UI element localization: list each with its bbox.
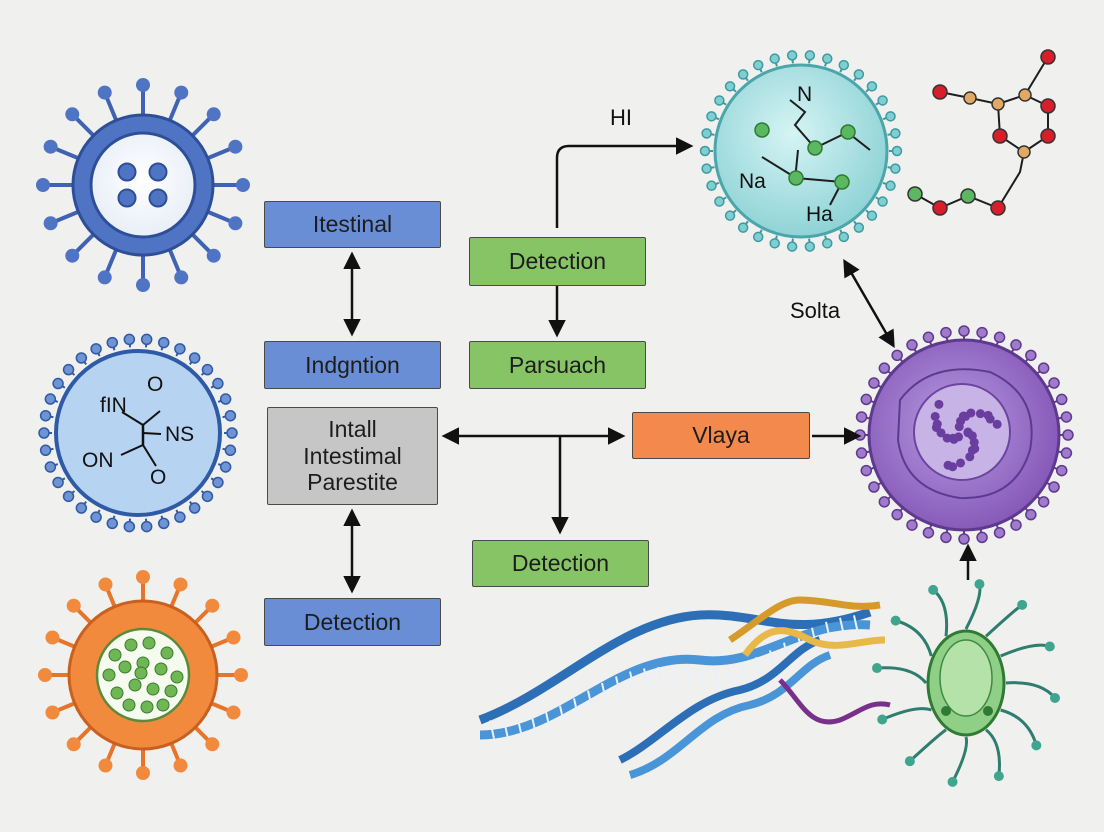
- teal-cell-icon: [699, 50, 903, 252]
- box-intestinal-parasite[interactable]: Intall Intestimal Parestite: [267, 407, 438, 505]
- label-solta: Solta: [790, 298, 841, 323]
- label-ns: NS: [165, 423, 194, 446]
- label-o-top: O: [147, 373, 163, 396]
- box-itestinal[interactable]: Itestinal: [264, 201, 441, 248]
- green-cell-icon: [872, 579, 1060, 787]
- label-fin: fIN: [100, 394, 127, 417]
- label-ha: Ha: [806, 203, 833, 226]
- box-indgntion[interactable]: Indgntion: [264, 341, 441, 389]
- box-detection-mid[interactable]: Detection: [472, 540, 649, 587]
- label-o-bottom: O: [150, 466, 166, 489]
- center-line-3: Parestite: [307, 469, 398, 496]
- light-blue-virus-icon: [38, 333, 238, 533]
- label-on: ON: [82, 449, 114, 472]
- box-parsuach[interactable]: Parsuach: [469, 341, 646, 389]
- box-vlaya[interactable]: Vlaya: [632, 412, 810, 459]
- box-detection-left[interactable]: Detection: [264, 598, 441, 646]
- center-line-1: Intall: [328, 416, 377, 443]
- box-detection-top[interactable]: Detection: [469, 237, 646, 286]
- connector-arrows: [343, 137, 977, 594]
- label-na: Na: [739, 170, 766, 193]
- molecule-chain-icon: [907, 49, 1056, 216]
- label-hi: HI: [610, 105, 632, 130]
- orange-virus-icon: [38, 570, 248, 780]
- label-n: N: [797, 83, 812, 106]
- purple-cell-icon: [854, 325, 1074, 545]
- blue-virus-icon: [36, 78, 250, 292]
- dna-helix-icon: [478, 596, 891, 779]
- center-line-2: Intestimal: [303, 442, 402, 469]
